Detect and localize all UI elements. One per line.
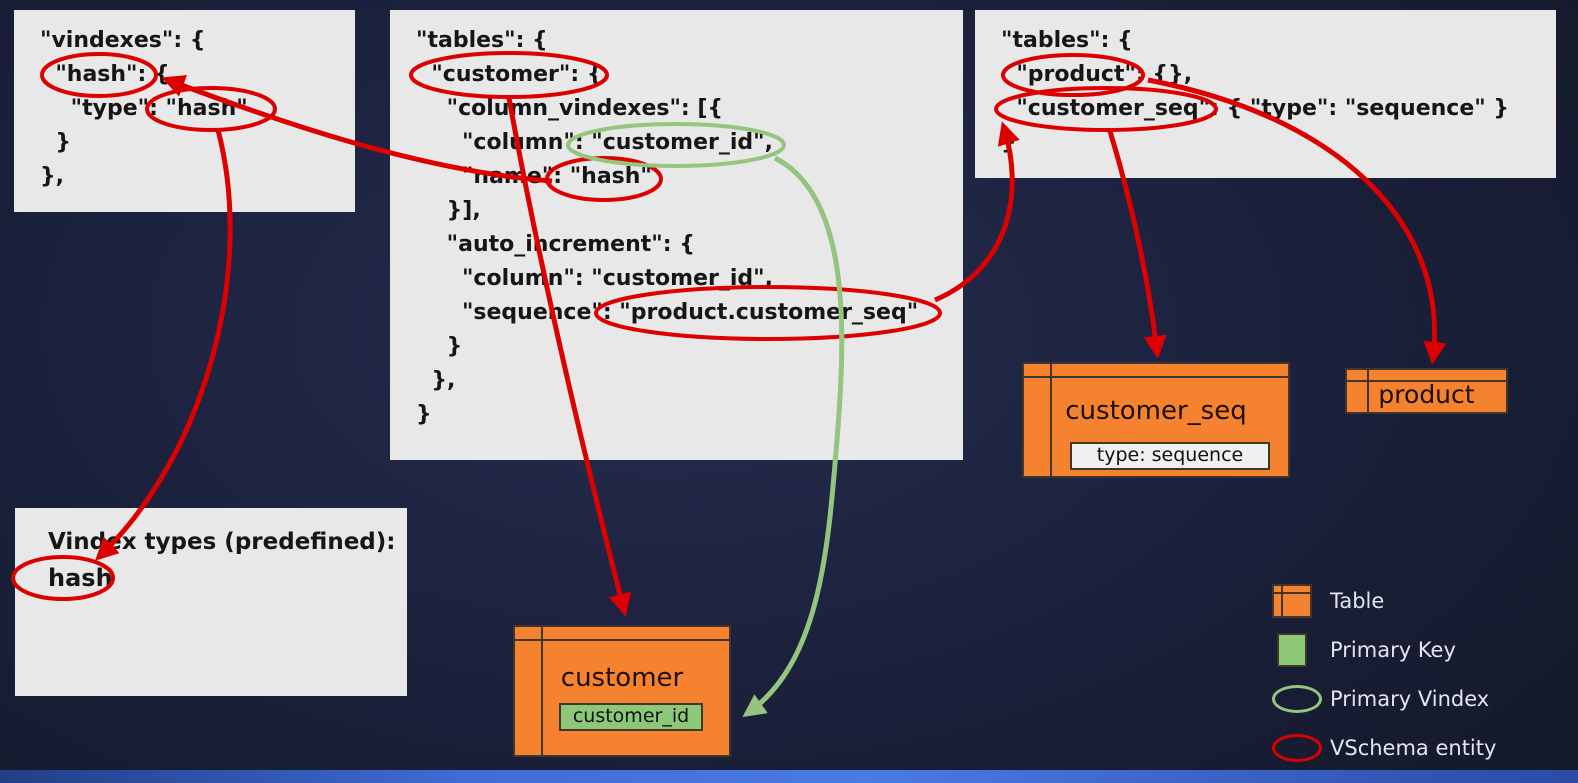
table-title: customer <box>560 663 684 693</box>
legend-label: Primary Key <box>1330 637 1456 662</box>
legend-label: VSchema entity <box>1330 735 1497 760</box>
bottom-accent-bar <box>0 770 1578 783</box>
customer-table: customer customer_id <box>513 625 731 757</box>
vindex-types-title: Vindex types (predefined): <box>48 529 396 555</box>
vindex-types-panel: Vindex types (predefined): hash <box>15 508 407 696</box>
table-title: product <box>1378 380 1475 409</box>
table-header-divider <box>1024 376 1288 378</box>
code-line: "customer_seq": { "type": "sequence" } <box>1001 96 1510 121</box>
code-line: "sequence": "product.customer_seq" <box>416 300 919 325</box>
vindexes-code-panel: "vindexes": { "hash": { "type": "hash" }… <box>14 10 355 212</box>
code-line: "customer": { <box>416 62 603 87</box>
swatch-detail <box>1281 585 1283 616</box>
code-line: "auto_increment": { <box>416 232 695 257</box>
green-ellipse-swatch-icon <box>1272 684 1322 713</box>
code-line: "column_vindexes": [{ <box>416 96 724 121</box>
product-table: product <box>1345 368 1508 414</box>
customer-id-primary-key-field: customer_id <box>559 703 703 731</box>
code-line: }], <box>416 198 481 223</box>
code-line: "column": "customer_id", <box>416 130 773 155</box>
legend-item-table: Table <box>1272 576 1496 625</box>
swatch-detail <box>1274 591 1310 594</box>
table-title: customer_seq <box>1065 396 1247 426</box>
legend-item-primary-key: Primary Key <box>1272 625 1496 674</box>
tables-customer-code-panel: "tables": { "customer": { "column_vindex… <box>390 10 963 460</box>
table-left-divider <box>541 627 543 755</box>
sequence-type-field: type: sequence <box>1070 442 1270 470</box>
code-line: }, <box>40 164 65 189</box>
code-line: "tables": { <box>416 28 548 53</box>
legend-item-vschema-entity: VSchema entity <box>1272 723 1496 772</box>
red-ellipse-swatch-icon <box>1272 733 1322 762</box>
table-left-divider <box>1050 364 1052 476</box>
code-line: } <box>416 334 463 359</box>
primary-key-swatch-icon <box>1277 632 1307 667</box>
code-line: "tables": { <box>1001 28 1133 53</box>
tables-product-code-panel: "tables": { "product": {}, "customer_seq… <box>975 10 1556 178</box>
table-swatch-icon <box>1272 583 1312 618</box>
code-line: "hash": { <box>40 62 170 87</box>
code-line: "product": {}, <box>1001 62 1193 87</box>
legend-label: Primary Vindex <box>1330 686 1490 711</box>
legend-label: Table <box>1330 588 1385 613</box>
code-line: } <box>416 402 432 427</box>
code-line: "vindexes": { <box>40 28 206 53</box>
code-line: } <box>1001 130 1017 155</box>
table-left-divider <box>1367 370 1369 412</box>
table-header-divider <box>515 639 729 641</box>
legend: Table Primary Key Primary Vindex VSchema… <box>1272 576 1496 772</box>
customer-seq-table: customer_seq type: sequence <box>1022 362 1290 478</box>
legend-item-primary-vindex: Primary Vindex <box>1272 674 1496 723</box>
code-line: "column": "customer_id", <box>416 266 773 291</box>
code-line: }, <box>416 368 456 393</box>
code-line: "type": "hash" <box>40 96 248 121</box>
code-line: } <box>40 130 71 155</box>
vindex-type-hash: hash <box>48 564 113 592</box>
table-header-divider <box>1347 380 1506 382</box>
code-line: "name": "hash" <box>416 164 652 189</box>
